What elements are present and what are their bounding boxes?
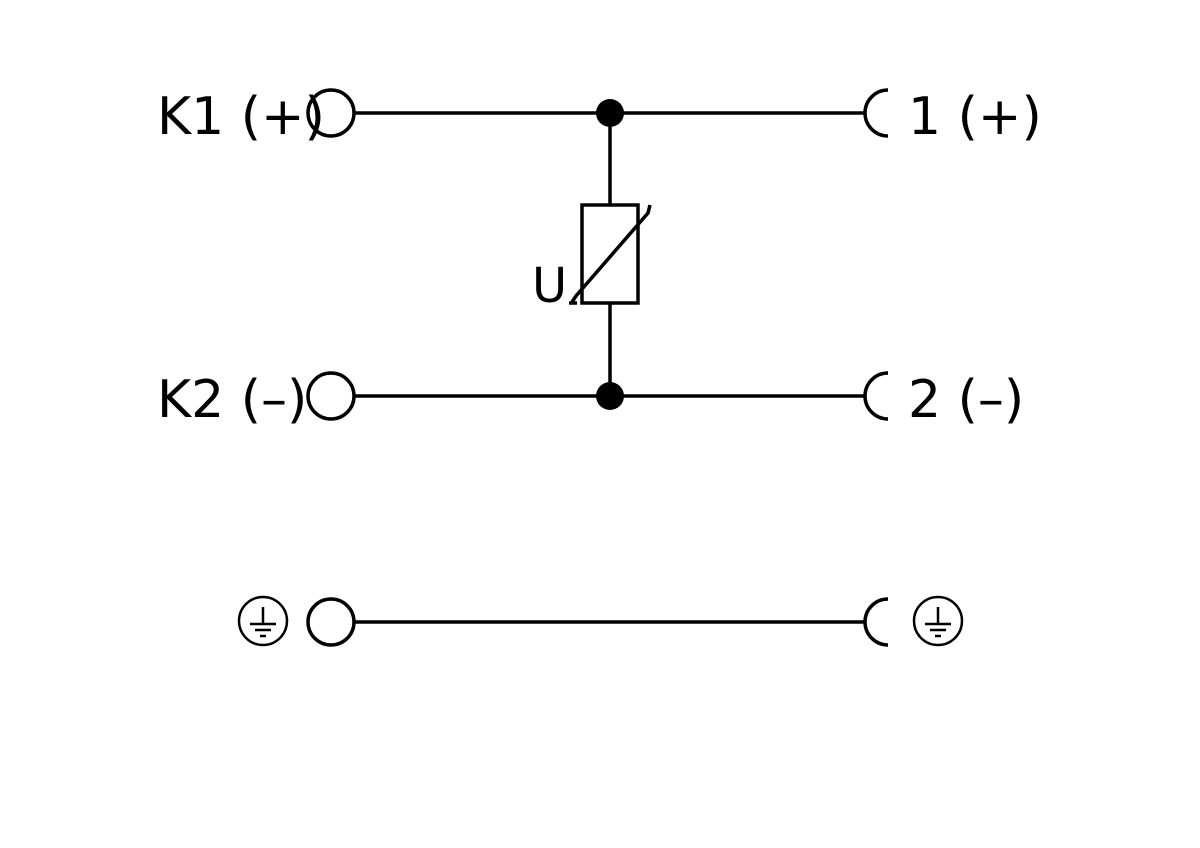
label-k2: K2 (–) xyxy=(157,370,307,430)
socket-ground-right xyxy=(863,597,889,647)
terminal-k1 xyxy=(306,88,356,138)
varistor-icon xyxy=(569,203,652,305)
component-label: U xyxy=(532,258,567,314)
label-out1: 1 (+) xyxy=(908,87,1042,147)
junction-node-top xyxy=(596,99,624,127)
label-out2: 2 (–) xyxy=(908,370,1024,430)
terminal-ground-left xyxy=(306,597,356,647)
junction-node-bottom xyxy=(596,382,624,410)
terminal-k2 xyxy=(306,371,356,421)
label-k1: K1 (+) xyxy=(157,87,325,147)
ground-icon xyxy=(237,595,289,647)
ground-icon xyxy=(912,595,964,647)
socket-2 xyxy=(863,371,889,421)
socket-1 xyxy=(863,88,889,138)
